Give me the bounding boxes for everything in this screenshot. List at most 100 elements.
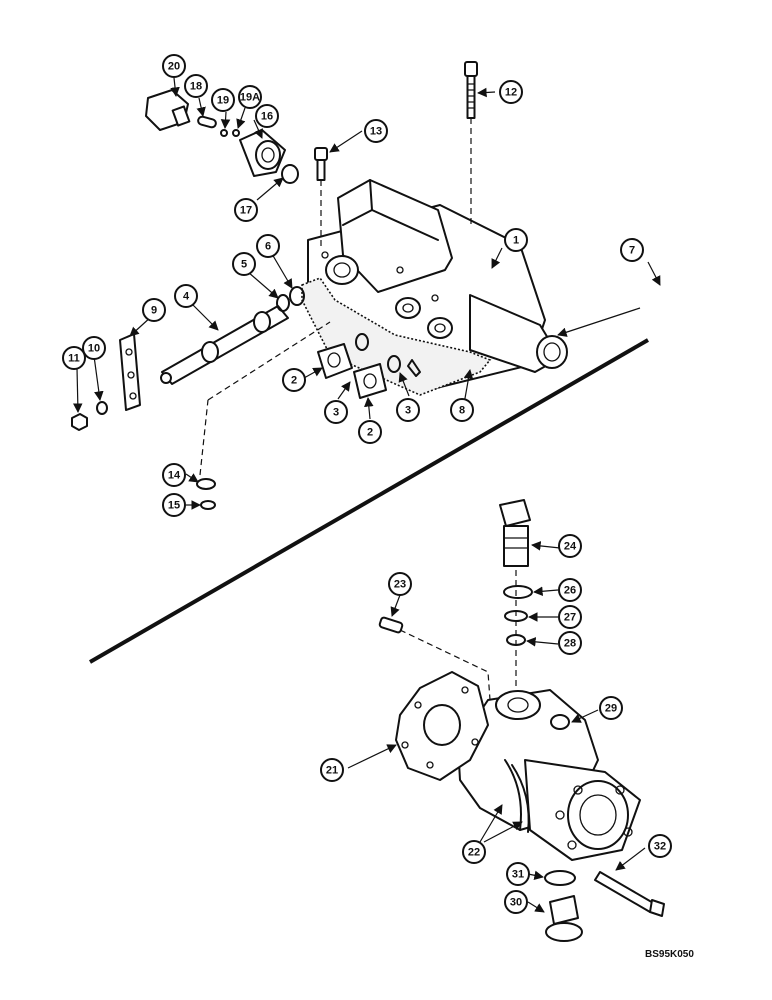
callout-label: 7 xyxy=(629,245,635,257)
gasket-tab xyxy=(407,359,421,377)
figure-code: BS95K050 xyxy=(645,949,694,960)
spool xyxy=(160,305,289,385)
callout-label: 26 xyxy=(564,585,576,597)
pin xyxy=(197,115,217,129)
callout-label: 22 xyxy=(468,847,480,859)
plug xyxy=(239,129,286,177)
callout-label: 8 xyxy=(459,405,465,417)
ring-6 xyxy=(289,286,305,306)
pressure-switch xyxy=(145,89,191,131)
callout-1: 1 xyxy=(504,228,528,252)
callout-label: 28 xyxy=(564,638,576,650)
callout-24: 24 xyxy=(558,534,582,558)
callout-label: 21 xyxy=(326,765,338,777)
callout-label: 6 xyxy=(265,241,271,253)
callout-29: 29 xyxy=(599,696,623,720)
callout-label: 12 xyxy=(505,87,517,99)
callout-label: 24 xyxy=(564,541,577,553)
callout-8: 8 xyxy=(450,398,474,422)
ring-5 xyxy=(276,294,290,312)
callout-28: 28 xyxy=(558,631,582,655)
callout-2: 2 xyxy=(358,420,382,444)
callout-9: 9 xyxy=(142,298,166,322)
callout-label: 10 xyxy=(88,343,100,355)
ball-19 xyxy=(220,129,228,137)
callout-12: 12 xyxy=(499,80,523,104)
callout-32: 32 xyxy=(648,834,672,858)
relief-valve xyxy=(499,499,531,567)
callout-7: 7 xyxy=(620,238,644,262)
callout-label: 2 xyxy=(367,427,373,439)
callout-13: 13 xyxy=(364,119,388,143)
bolt-12 xyxy=(464,61,478,119)
callout-label: 1 xyxy=(513,235,519,247)
callout-label: 31 xyxy=(512,869,524,881)
callout-label: 4 xyxy=(183,291,190,303)
callout-label: 13 xyxy=(370,126,382,138)
ring-26 xyxy=(503,585,533,599)
seal-31 xyxy=(544,870,576,886)
callout-14: 14 xyxy=(162,463,186,487)
callout-22: 22 xyxy=(462,840,486,864)
dowel-path xyxy=(399,629,491,701)
callout-18: 18 xyxy=(184,74,208,98)
separator-line xyxy=(89,338,649,664)
callout-label: 14 xyxy=(168,470,181,482)
cap-screw-32 xyxy=(594,871,665,917)
callout-label: 18 xyxy=(190,81,202,93)
dashed-14b xyxy=(207,321,331,401)
callout-label: 30 xyxy=(510,897,522,909)
plug-2a xyxy=(317,343,353,379)
callout-label: 17 xyxy=(240,205,252,217)
callout-26: 26 xyxy=(558,578,582,602)
seal-3a xyxy=(355,333,369,351)
callout-label: 3 xyxy=(405,405,411,417)
callout-label: 20 xyxy=(168,61,180,73)
o-ring-17 xyxy=(281,164,299,184)
plug-2b xyxy=(353,363,387,399)
callout-label: 29 xyxy=(605,703,617,715)
pump-body xyxy=(457,689,641,861)
callout-label: 19 xyxy=(217,95,229,107)
callout-2: 2 xyxy=(282,368,306,392)
callout-label: 16 xyxy=(261,111,273,123)
callout-label: 5 xyxy=(241,259,247,271)
callout-label: 15 xyxy=(168,500,180,512)
washer-15 xyxy=(200,500,216,510)
callout-label: 9 xyxy=(151,305,157,317)
callout-label: 11 xyxy=(68,353,80,365)
callout-21: 21 xyxy=(320,758,344,782)
callout-17: 17 xyxy=(234,198,258,222)
washer-10 xyxy=(96,401,108,415)
callout-3: 3 xyxy=(324,400,348,424)
callout-label: 27 xyxy=(564,612,576,624)
seal-3b xyxy=(387,355,401,373)
drain-plug xyxy=(545,895,583,942)
callout-11: 11 xyxy=(62,346,86,370)
callout-20: 20 xyxy=(162,54,186,78)
callout-10: 10 xyxy=(82,336,106,360)
callout-label: 3 xyxy=(333,407,339,419)
callout-27: 27 xyxy=(558,605,582,629)
callout-label: 32 xyxy=(654,841,666,853)
callout-16: 16 xyxy=(255,104,279,128)
dashed-14 xyxy=(199,399,209,476)
callout-5: 5 xyxy=(232,252,256,276)
gasket xyxy=(301,277,492,396)
callout-15: 15 xyxy=(162,493,186,517)
dowel-pin xyxy=(378,616,404,634)
ball-19a xyxy=(232,129,240,137)
callout-label: 19A xyxy=(240,92,260,104)
callout-label: 2 xyxy=(291,375,297,387)
pump-gasket xyxy=(395,671,489,781)
callout-3: 3 xyxy=(396,398,420,422)
callout-23: 23 xyxy=(388,572,412,596)
callout-19: 19 xyxy=(211,88,235,112)
callout-19a: 19A xyxy=(238,85,262,109)
bolt-13 xyxy=(314,147,328,181)
callout-4: 4 xyxy=(174,284,198,308)
callout-31: 31 xyxy=(506,862,530,886)
